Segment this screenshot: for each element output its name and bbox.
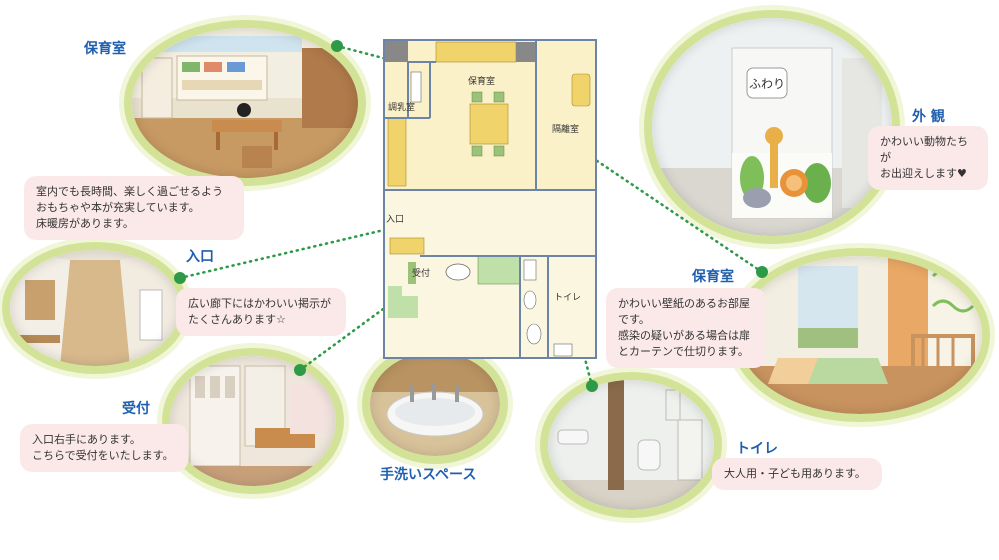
chair (493, 145, 505, 157)
caption-nursery-right: かわいい壁紙のあるお部屋 です。 感染の疑いがある場合は扉 とカーテンで仕切りま… (606, 288, 766, 368)
toilet-small (523, 290, 537, 310)
heading-exterior: 外 観 (912, 109, 945, 125)
marker-nursery-right (756, 266, 768, 278)
heading-entrance: 入口 (186, 249, 214, 265)
chair (471, 91, 483, 103)
caption-nursery-top: 室内でも長時間、楽しく過ごせるよう おもちゃや本が充実しています。 床暖房があり… (24, 176, 244, 240)
outer-wall (383, 39, 597, 359)
caption-toilet: 大人用・子ども用あります。 (712, 458, 882, 490)
shelf-top (435, 41, 517, 63)
fp-label-isolation: 隔離室 (552, 125, 580, 135)
chair (471, 145, 483, 157)
heading-handwash: 手洗いスペース (380, 467, 477, 483)
photo-reception (170, 356, 336, 486)
urinal (523, 259, 537, 281)
pillar-top-left (384, 40, 408, 62)
photo-handwash (370, 352, 500, 456)
marker-entrance (174, 272, 186, 284)
handwash-area (477, 255, 521, 285)
toilet-sink (553, 343, 573, 357)
connector-entrance (178, 228, 386, 280)
sink (445, 263, 471, 281)
fp-label-nursery: 保育室 (468, 77, 496, 87)
counter-left (387, 117, 407, 187)
photo-nursery-top (132, 28, 358, 178)
caption-entrance: 広い廊下にはかわいい掲示が たくさんあります☆ (176, 288, 346, 336)
crib (571, 73, 591, 107)
entrance-mat (388, 296, 418, 318)
fp-label-reception: 受付 (412, 269, 431, 279)
reception-desk (389, 237, 425, 255)
connector-nursery-right (564, 138, 764, 274)
formula-fixture (410, 71, 422, 103)
photo-nursery-right (738, 256, 982, 414)
photo-toilet (548, 380, 714, 510)
heading-toilet: トイレ (736, 441, 778, 457)
connector-reception (298, 280, 422, 372)
marker-toilet (586, 380, 598, 392)
toilet-adult (526, 323, 542, 345)
nursery-table (469, 103, 509, 145)
fp-label-toilet: トイレ (554, 293, 582, 303)
caption-reception: 入口右手にあります。 こちらで受付をいたします。 (20, 424, 188, 472)
fp-label-entrance: 入口 (386, 215, 405, 225)
photo-exterior: ふわり (652, 18, 892, 236)
marker-reception (294, 364, 306, 376)
photo-entrance (10, 250, 180, 366)
heading-nursery-right: 保育室 (692, 269, 734, 285)
heading-reception: 受付 (122, 401, 150, 417)
caption-exterior: かわいい動物たちが お出迎えします♥ (868, 126, 988, 190)
fp-label-formula-room: 調乳室 (388, 103, 416, 113)
reception-door (408, 262, 416, 284)
heading-nursery-top: 保育室 (84, 41, 126, 57)
pillar-top-mid (516, 42, 536, 62)
chair (493, 91, 505, 103)
marker-nursery-top (331, 40, 343, 52)
